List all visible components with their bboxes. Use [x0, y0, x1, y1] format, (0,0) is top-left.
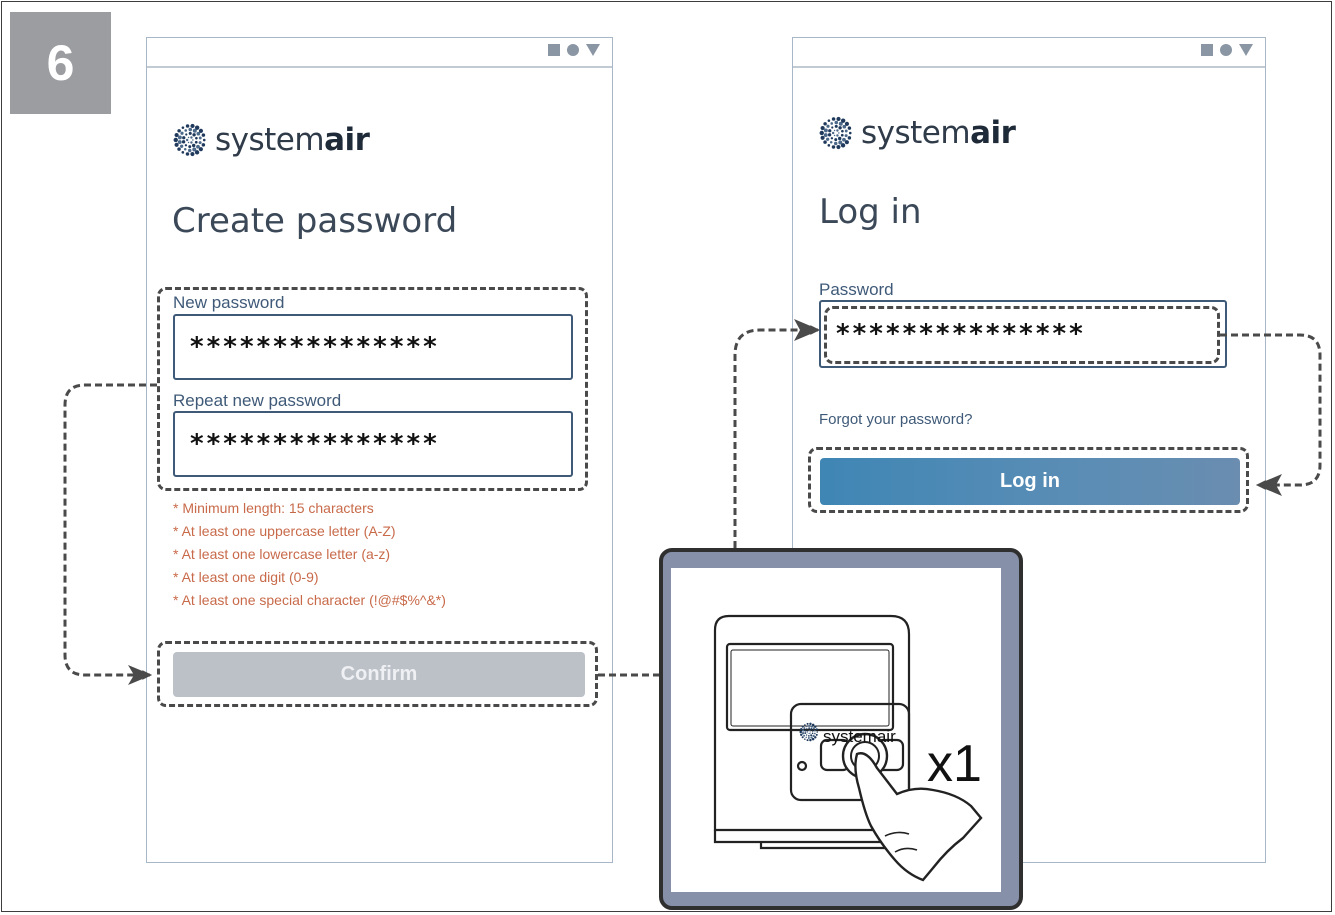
requirement-item: * Minimum length: 15 characters [173, 500, 374, 516]
status-square-icon [548, 44, 560, 56]
confirm-button-highlight [157, 641, 598, 707]
requirement-item: * At least one special character (!@#$%^… [173, 592, 446, 608]
repeat-password-label: Repeat new password [173, 391, 342, 410]
systemair-logo-icon [173, 123, 206, 157]
password-field[interactable]: *************** [819, 300, 1227, 368]
login-button-highlight [808, 447, 1249, 513]
password-requirements: * Minimum length: 15 characters * At lea… [173, 497, 446, 612]
status-bar [793, 38, 1265, 68]
requirement-item: * At least one lowercase letter (a-z) [173, 546, 391, 562]
status-triangle-icon [1239, 44, 1253, 56]
status-circle-icon [1220, 44, 1232, 56]
forgot-password-link[interactable]: Forgot your password? [819, 411, 973, 428]
confirm-button[interactable]: Confirm [173, 652, 585, 697]
logo-text-bold: air [324, 122, 370, 158]
arrow-icon [1220, 333, 1322, 490]
page-title: Create password [172, 201, 458, 241]
systemair-logo: systemair [173, 122, 370, 158]
device-inset: systemair x1 [659, 548, 1023, 910]
device-illustration: systemair x1 [671, 568, 1001, 892]
systemair-logo-icon [819, 116, 852, 150]
new-password-label: New password [173, 293, 285, 312]
step-number-badge: 6 [10, 12, 111, 114]
press-count-label: x1 [927, 735, 982, 793]
systemair-logo-icon [799, 722, 819, 742]
arrow-icon [733, 325, 820, 548]
logo-text-light: system [861, 115, 971, 151]
status-bar [147, 38, 612, 68]
finger-press-icon [854, 752, 983, 882]
password-fields-highlight [157, 287, 588, 491]
create-password-screen: systemair Create password New password *… [146, 37, 613, 863]
logo-text-bold: air [970, 115, 1016, 151]
status-triangle-icon [586, 44, 600, 56]
control-panel-device: systemair [713, 614, 983, 882]
requirement-item: * At least one digit (0-9) [173, 569, 319, 585]
password-label: Password [819, 280, 894, 299]
arrow-icon [63, 383, 157, 680]
new-password-field[interactable]: *************** [173, 314, 573, 380]
status-circle-icon [567, 44, 579, 56]
systemair-logo: systemair [819, 115, 1016, 151]
login-button[interactable]: Log in [820, 458, 1240, 505]
requirement-item: * At least one uppercase letter (A-Z) [173, 523, 396, 539]
status-square-icon [1201, 44, 1213, 56]
password-field-highlight [824, 306, 1220, 364]
page-title: Log in [819, 192, 922, 232]
device-brand-text: systemair [823, 727, 896, 746]
repeat-password-field[interactable]: *************** [173, 411, 573, 477]
logo-text-light: system [215, 122, 325, 158]
